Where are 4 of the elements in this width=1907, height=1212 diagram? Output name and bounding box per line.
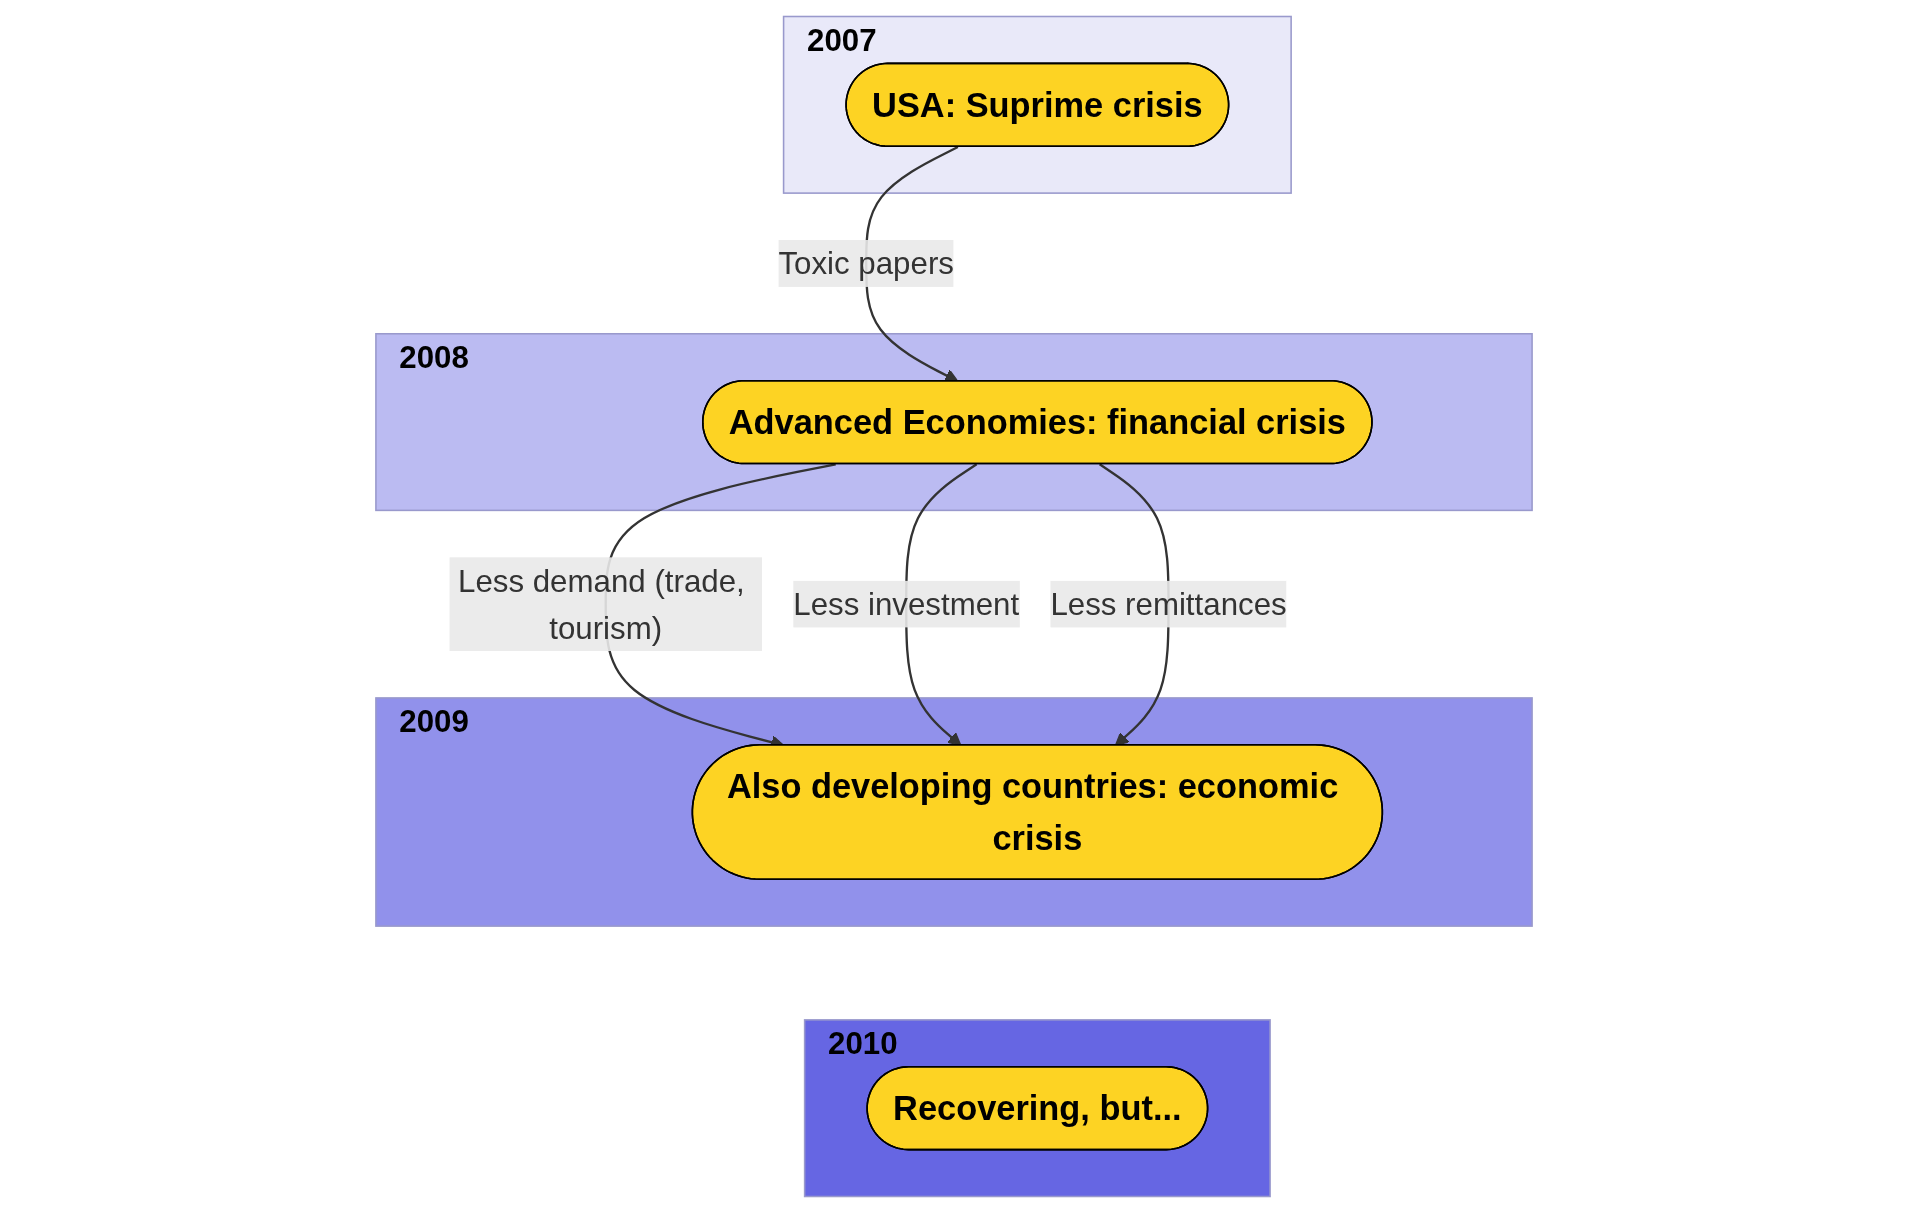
edge-label: Less remittances	[1049, 586, 1287, 621]
edge-label: Less investment	[792, 586, 1019, 621]
edge-label: Less demand (trade, tourism)	[457, 563, 745, 645]
edge-label: Toxic papers	[777, 245, 954, 281]
